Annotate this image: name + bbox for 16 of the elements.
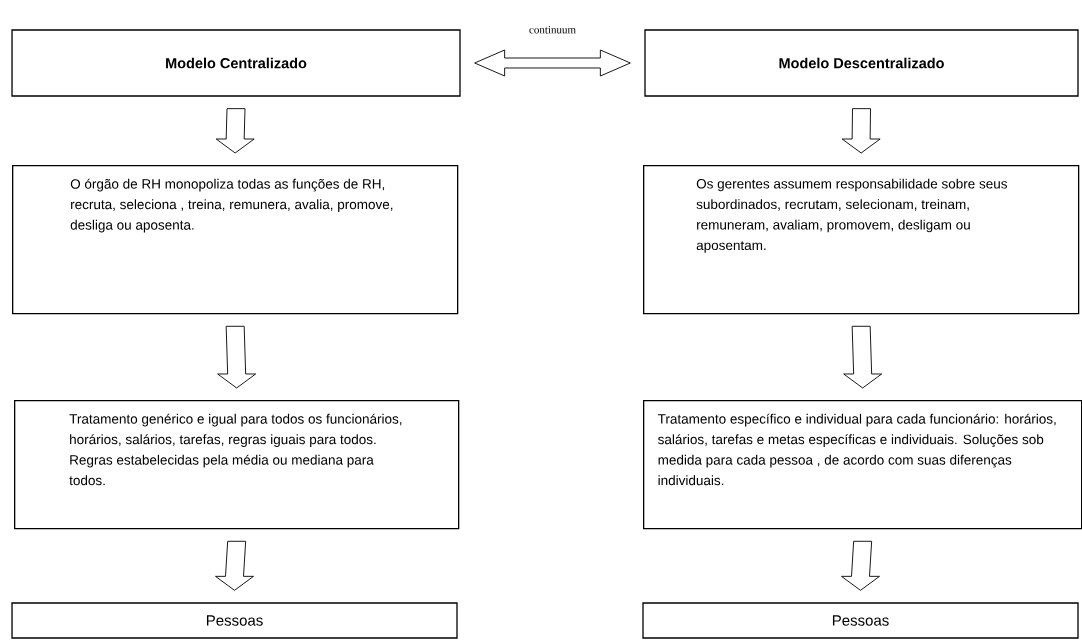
model-box: Modelo Descentralizado xyxy=(644,29,1079,97)
description-box: Tratamento específico e individual para cada funcionário: horários, salários, tarefas e metas específicas e individuais. Soluções sob medida para cada pessoa , de acordo com suas diferenças individuais. xyxy=(643,400,1082,530)
description-box: Tratamento genérico e igual para todos os funcionários, horários, salários, tarefas, regras iguais para todos. Regras estabelecidas pela média ou mediana para todos. xyxy=(14,400,460,530)
down-arrow xyxy=(841,540,880,591)
down-arrow xyxy=(843,325,883,389)
down-arrow xyxy=(215,540,254,591)
description-box: O órgão de RH monopoliza todas as funções de RH, recruta, seleciona , treina, remunera, avalia, promove, desliga ou aposenta. xyxy=(12,165,459,315)
description-box: Os gerentes assumem responsabilidade sobre seus subordinados, recrutam, selecionam, treinam, remuneram, avaliam, promovem, desligam ou aposentam. xyxy=(643,165,1080,315)
edge-label: continuum xyxy=(529,26,576,34)
down-arrow xyxy=(217,325,257,389)
double-arrow xyxy=(474,49,631,77)
people-box: Pessoas xyxy=(642,602,1079,639)
down-arrow xyxy=(215,108,255,154)
people-box: Pessoas xyxy=(11,602,458,639)
model-box: Modelo Centralizado xyxy=(11,29,461,97)
down-arrow xyxy=(841,108,881,154)
